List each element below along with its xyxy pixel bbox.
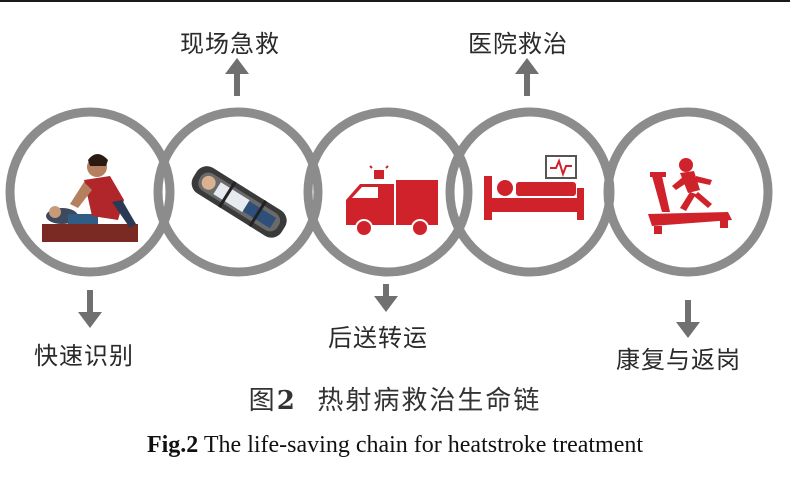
label-hospital-treatment: 医院救治: [468, 30, 568, 58]
ring-5: [603, 107, 773, 277]
ring-2: [153, 107, 323, 277]
ring-1: [5, 107, 175, 277]
arrow-up-hospital: [515, 58, 539, 96]
label-scene-rescue: 现场急救: [180, 30, 280, 58]
ambulance-icon: [346, 165, 438, 237]
caption-cn-number: 2: [276, 386, 297, 416]
arrow-up-scene-rescue: [225, 58, 249, 96]
stretcher-patient-icon: [191, 166, 287, 238]
top-rule: [0, 0, 790, 2]
label-rehab-return: 康复与返岗: [616, 346, 741, 374]
arrow-down-transfer: [374, 284, 398, 312]
caption-cn-title: 热射病救治生命链: [317, 386, 542, 416]
ring-3: [303, 107, 473, 277]
caption-english: Fig.2 The life-saving chain for heatstro…: [0, 432, 790, 459]
caption-en-prefix: Fig.2: [146, 432, 199, 458]
first-aid-person-icon: [42, 154, 138, 242]
caption-cn-prefix: 图: [248, 386, 277, 416]
label-transfer: 后送转运: [328, 324, 428, 352]
chain-rings: [5, 107, 773, 277]
hospital-bed-monitor-icon: [484, 155, 584, 220]
arrow-down-identification: [78, 290, 102, 328]
caption-chinese: 图2 热射病救治生命链: [0, 380, 790, 417]
label-quick-identification: 快速识别: [34, 342, 134, 370]
caption-en-title: The life-saving chain for heatstroke tre…: [203, 432, 644, 458]
treadmill-runner-icon: [648, 158, 732, 234]
arrow-down-rehab: [676, 300, 700, 338]
arrows: [78, 58, 700, 338]
